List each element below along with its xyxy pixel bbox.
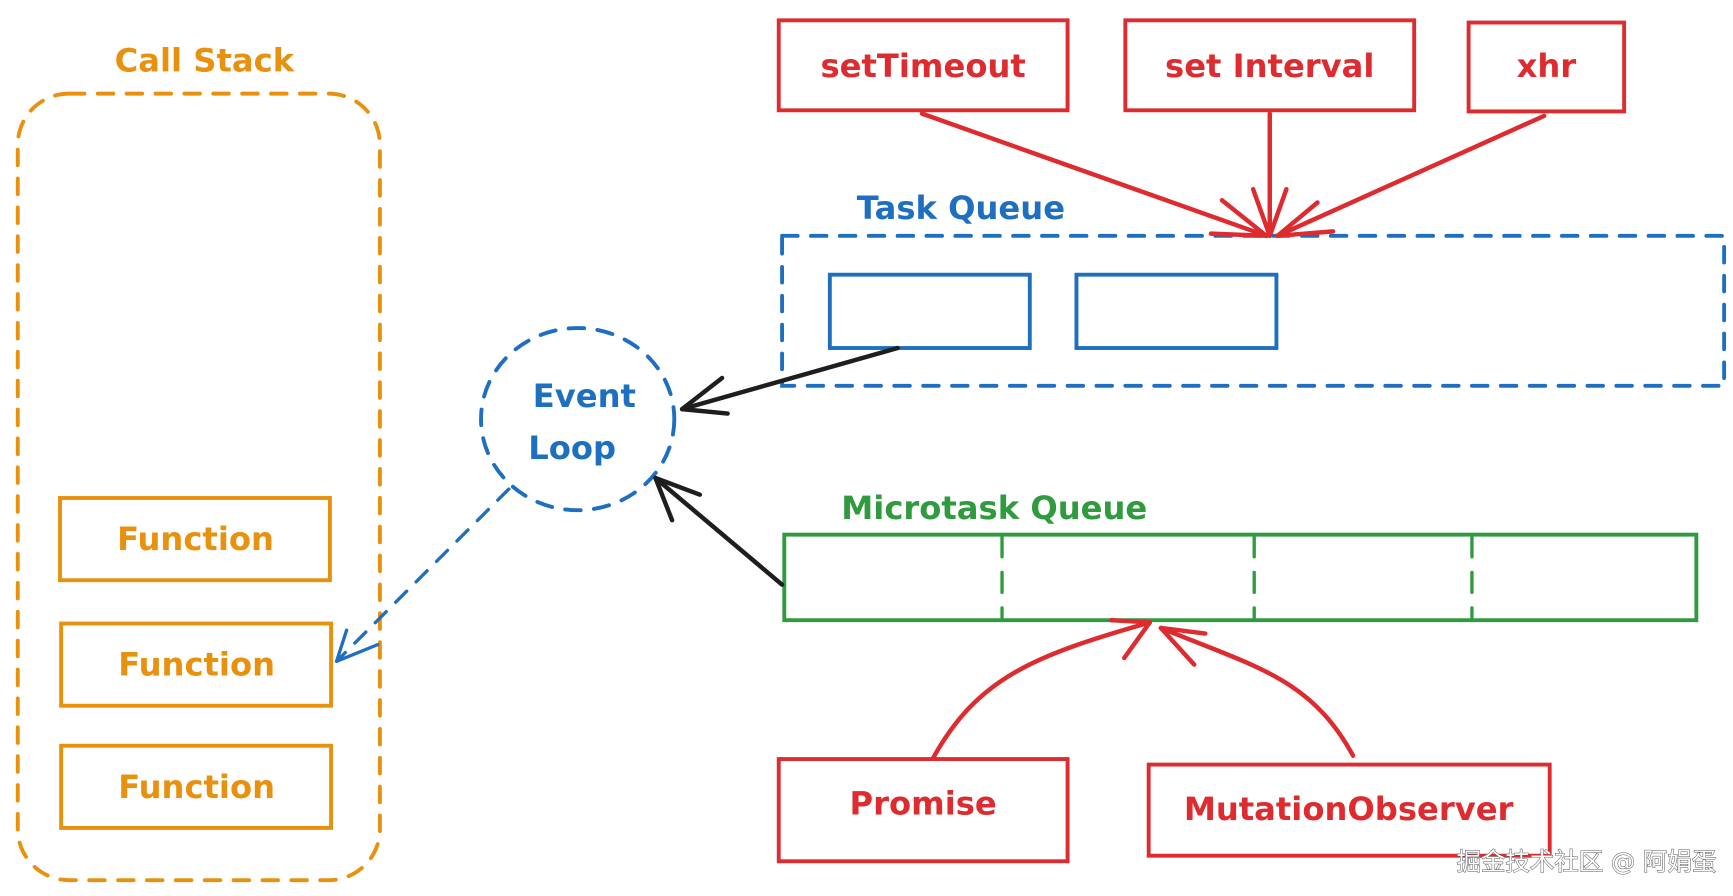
microtask-queue-title: Microtask Queue (841, 489, 1147, 527)
task-source-box (776, 18, 1070, 113)
microtask-queue-container (782, 532, 1699, 623)
call-stack-frame (59, 743, 333, 830)
arrowhead-icon (1108, 617, 1153, 661)
arrowhead-icon (334, 628, 380, 663)
microtask-source-box (776, 757, 1070, 864)
task-source-box (1466, 20, 1627, 114)
event-loop-label-line1: Event (533, 377, 636, 415)
watermark-text: 掘金技术社区 @ 阿娟蛋 (1457, 847, 1717, 876)
arrowhead-icon (679, 375, 730, 416)
event-loop-label-line2: Loop (528, 429, 616, 467)
call-stack-frame-label: Function (117, 520, 274, 558)
event-loop-circle (479, 326, 677, 513)
task-queue-title: Task Queue (857, 189, 1065, 227)
task-to-loop-arrow (679, 345, 900, 412)
call-stack-container (15, 91, 382, 883)
mutationobserver-arrow (1158, 625, 1356, 758)
microtask-to-loop-arrow (653, 475, 785, 587)
microtask-source-box (1146, 762, 1552, 858)
task-queue-group: Task Queue setTimeout set Interval xhr (679, 18, 1727, 416)
arrowhead-icon (1275, 200, 1336, 239)
task-source-label: setTimeout (821, 47, 1026, 85)
task-slot (827, 272, 1032, 350)
arrowhead-icon (1158, 625, 1208, 667)
task-source-box (1123, 18, 1417, 113)
arrowhead-icon (653, 475, 703, 523)
call-stack-group: Call Stack Function Function Function (15, 41, 382, 883)
task-queue-container (780, 233, 1727, 388)
event-loop-group: Event Loop (334, 326, 677, 663)
call-stack-frame (58, 496, 332, 583)
task-source-label: xhr (1517, 47, 1577, 85)
call-stack-frame (59, 621, 333, 708)
promise-arrow (930, 620, 1153, 761)
task-slot (1074, 272, 1279, 350)
task-source-label: set Interval (1165, 47, 1374, 85)
call-stack-frame-label: Function (118, 768, 275, 806)
xhr-arrow (1275, 113, 1547, 239)
call-stack-frame-label: Function (118, 646, 275, 684)
arrowhead-icon (1208, 198, 1269, 239)
microtask-source-label: MutationObserver (1184, 790, 1514, 828)
event-loop-to-stack-arrow (334, 487, 511, 663)
settimeout-arrow (919, 111, 1269, 239)
arrowhead-icon (1250, 186, 1289, 239)
microtask-queue-group: Microtask Queue Promise MutationObserver (653, 475, 1699, 864)
microtask-source-label: Promise (850, 785, 997, 823)
call-stack-title: Call Stack (115, 41, 296, 79)
